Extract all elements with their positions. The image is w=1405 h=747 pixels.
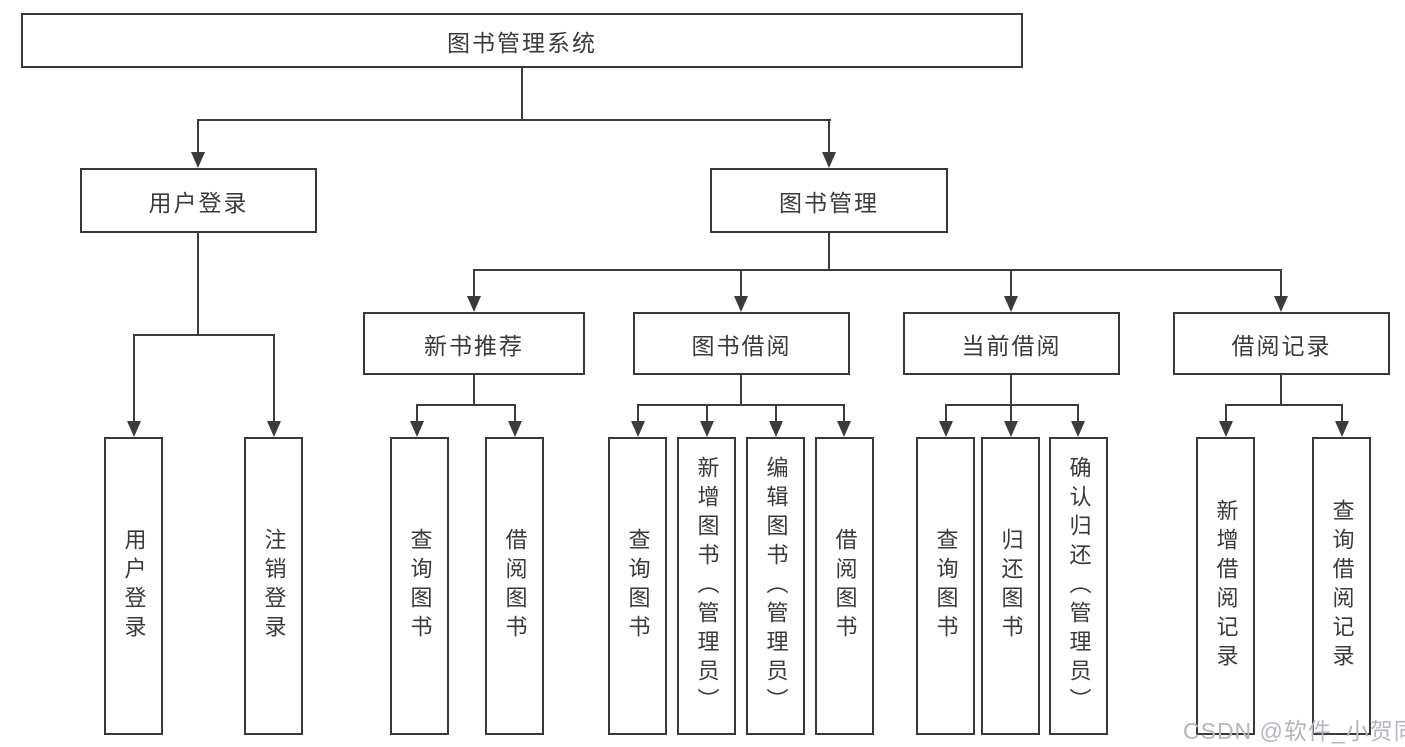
arrow-down-book-borrow bbox=[734, 296, 748, 312]
node-user-login-label: 用户登录 bbox=[148, 189, 249, 216]
leaf-query-borrow-record: 查询借阅记录 bbox=[1312, 437, 1371, 735]
leaf-return-book: 归还图书 bbox=[981, 437, 1040, 735]
connector-current-borrow-hline bbox=[945, 404, 1079, 406]
leaf-query-books-current: 查询图书 bbox=[916, 437, 975, 735]
connector-user-login-stem bbox=[197, 119, 199, 153]
node-book-mgmt: 图书管理 bbox=[710, 168, 948, 233]
connector-stem bbox=[1341, 404, 1343, 422]
connector-book-mgmt-stem bbox=[828, 119, 830, 153]
node-new-book-rec-label: 新书推荐 bbox=[424, 332, 524, 359]
connector-book-borrow-vline bbox=[740, 375, 742, 406]
arrow-down bbox=[939, 421, 953, 437]
connector-root-hline bbox=[197, 119, 831, 121]
connector-logout-leaf-stem bbox=[273, 334, 275, 421]
connector-borrow-records-vline bbox=[1280, 375, 1282, 406]
connector-borrow-records-stem bbox=[1280, 269, 1282, 297]
leaf-return-book-label: 归还图书 bbox=[998, 528, 1024, 644]
connector-book-mgmt-vline bbox=[828, 233, 830, 271]
csdn-watermark: CSDN @软件_小贺同学 bbox=[1183, 718, 1405, 744]
connector-level2-hline bbox=[473, 269, 1282, 271]
leaf-borrow-books-label: 借阅图书 bbox=[832, 528, 858, 644]
arrow-down bbox=[700, 421, 714, 437]
arrow-down bbox=[1004, 421, 1018, 437]
connector-stem bbox=[945, 404, 947, 422]
leaf-edit-book-admin-label: 编辑图书（管理员） bbox=[763, 455, 789, 717]
connector-root-vline bbox=[521, 67, 523, 120]
node-current-borrow: 当前借阅 bbox=[903, 312, 1120, 375]
arrow-down bbox=[1335, 421, 1349, 437]
arrow-down bbox=[1071, 421, 1085, 437]
leaf-borrow-books-rec: 借阅图书 bbox=[485, 437, 544, 735]
connector-book-borrow-hline bbox=[637, 404, 845, 406]
node-book-borrow-label: 图书借阅 bbox=[691, 332, 792, 359]
connector-user-login-hline bbox=[133, 334, 275, 336]
leaf-query-borrow-record-label: 查询借阅记录 bbox=[1329, 499, 1355, 673]
node-borrow-records: 借阅记录 bbox=[1173, 312, 1390, 375]
connector-current-borrow-stem bbox=[1010, 269, 1012, 297]
leaf-borrow-books-rec-label: 借阅图书 bbox=[502, 528, 528, 644]
node-borrow-records-label: 借阅记录 bbox=[1231, 332, 1332, 359]
connector-stem bbox=[514, 404, 516, 422]
connector-borrow-records-hline bbox=[1225, 404, 1343, 406]
arrow-down-borrow-records bbox=[1274, 296, 1288, 312]
node-book-mgmt-label: 图书管理 bbox=[779, 189, 879, 216]
leaf-confirm-return-admin-label: 确认归还（管理员） bbox=[1066, 455, 1092, 717]
leaf-add-borrow-record-label: 新增借阅记录 bbox=[1213, 499, 1239, 673]
connector-stem bbox=[1010, 404, 1012, 422]
leaf-user-login-label: 用户登录 bbox=[121, 528, 147, 644]
connector-stem bbox=[1225, 404, 1227, 422]
leaf-query-books-rec-label: 查询图书 bbox=[407, 528, 433, 644]
arrow-down-new-book bbox=[467, 296, 481, 312]
connector-stem bbox=[637, 404, 639, 422]
node-root: 图书管理系统 bbox=[21, 13, 1023, 68]
arrow-down bbox=[837, 421, 851, 437]
connector-login-leaf-stem bbox=[133, 334, 135, 421]
connector-new-book-stem bbox=[473, 269, 475, 297]
connector-stem bbox=[416, 404, 418, 422]
leaf-user-login: 用户登录 bbox=[104, 437, 163, 735]
connector-stem bbox=[843, 404, 845, 422]
leaf-logout: 注销登录 bbox=[244, 437, 303, 735]
node-user-login: 用户登录 bbox=[80, 168, 317, 233]
connector-stem bbox=[706, 404, 708, 422]
leaf-confirm-return-admin: 确认归还（管理员） bbox=[1049, 437, 1108, 735]
connector-stem bbox=[1077, 404, 1079, 422]
arrow-down-login-leaf bbox=[127, 421, 141, 437]
arrow-down bbox=[410, 421, 424, 437]
leaf-query-books-current-label: 查询图书 bbox=[933, 528, 959, 644]
leaf-add-book-admin: 新增图书（管理员） bbox=[677, 437, 736, 735]
leaf-borrow-books: 借阅图书 bbox=[815, 437, 874, 735]
connector-current-borrow-vline bbox=[1010, 375, 1012, 406]
leaf-add-borrow-record: 新增借阅记录 bbox=[1196, 437, 1255, 735]
node-root-label: 图书管理系统 bbox=[447, 29, 597, 56]
connector-book-borrow-stem bbox=[740, 269, 742, 297]
arrow-down bbox=[769, 421, 783, 437]
connector-new-book-hline bbox=[416, 404, 516, 406]
connector-new-book-vline bbox=[473, 375, 475, 406]
node-new-book-rec: 新书推荐 bbox=[363, 312, 585, 375]
arrow-down bbox=[631, 421, 645, 437]
connector-user-login-vline bbox=[197, 233, 199, 336]
leaf-query-books-borrow: 查询图书 bbox=[608, 437, 667, 735]
arrow-down-logout-leaf bbox=[267, 421, 281, 437]
node-current-borrow-label: 当前借阅 bbox=[961, 332, 1062, 359]
leaf-query-books-rec: 查询图书 bbox=[390, 437, 449, 735]
connector-stem bbox=[775, 404, 777, 422]
leaf-edit-book-admin: 编辑图书（管理员） bbox=[746, 437, 805, 735]
leaf-query-books-borrow-label: 查询图书 bbox=[625, 528, 651, 644]
arrow-down-user-login bbox=[191, 152, 205, 168]
leaf-logout-label: 注销登录 bbox=[261, 528, 287, 644]
arrow-down-book-mgmt bbox=[822, 152, 836, 168]
node-book-borrow: 图书借阅 bbox=[633, 312, 850, 375]
arrow-down bbox=[508, 421, 522, 437]
arrow-down-current-borrow bbox=[1004, 296, 1018, 312]
arrow-down bbox=[1219, 421, 1233, 437]
leaf-add-book-admin-label: 新增图书（管理员） bbox=[694, 455, 720, 717]
